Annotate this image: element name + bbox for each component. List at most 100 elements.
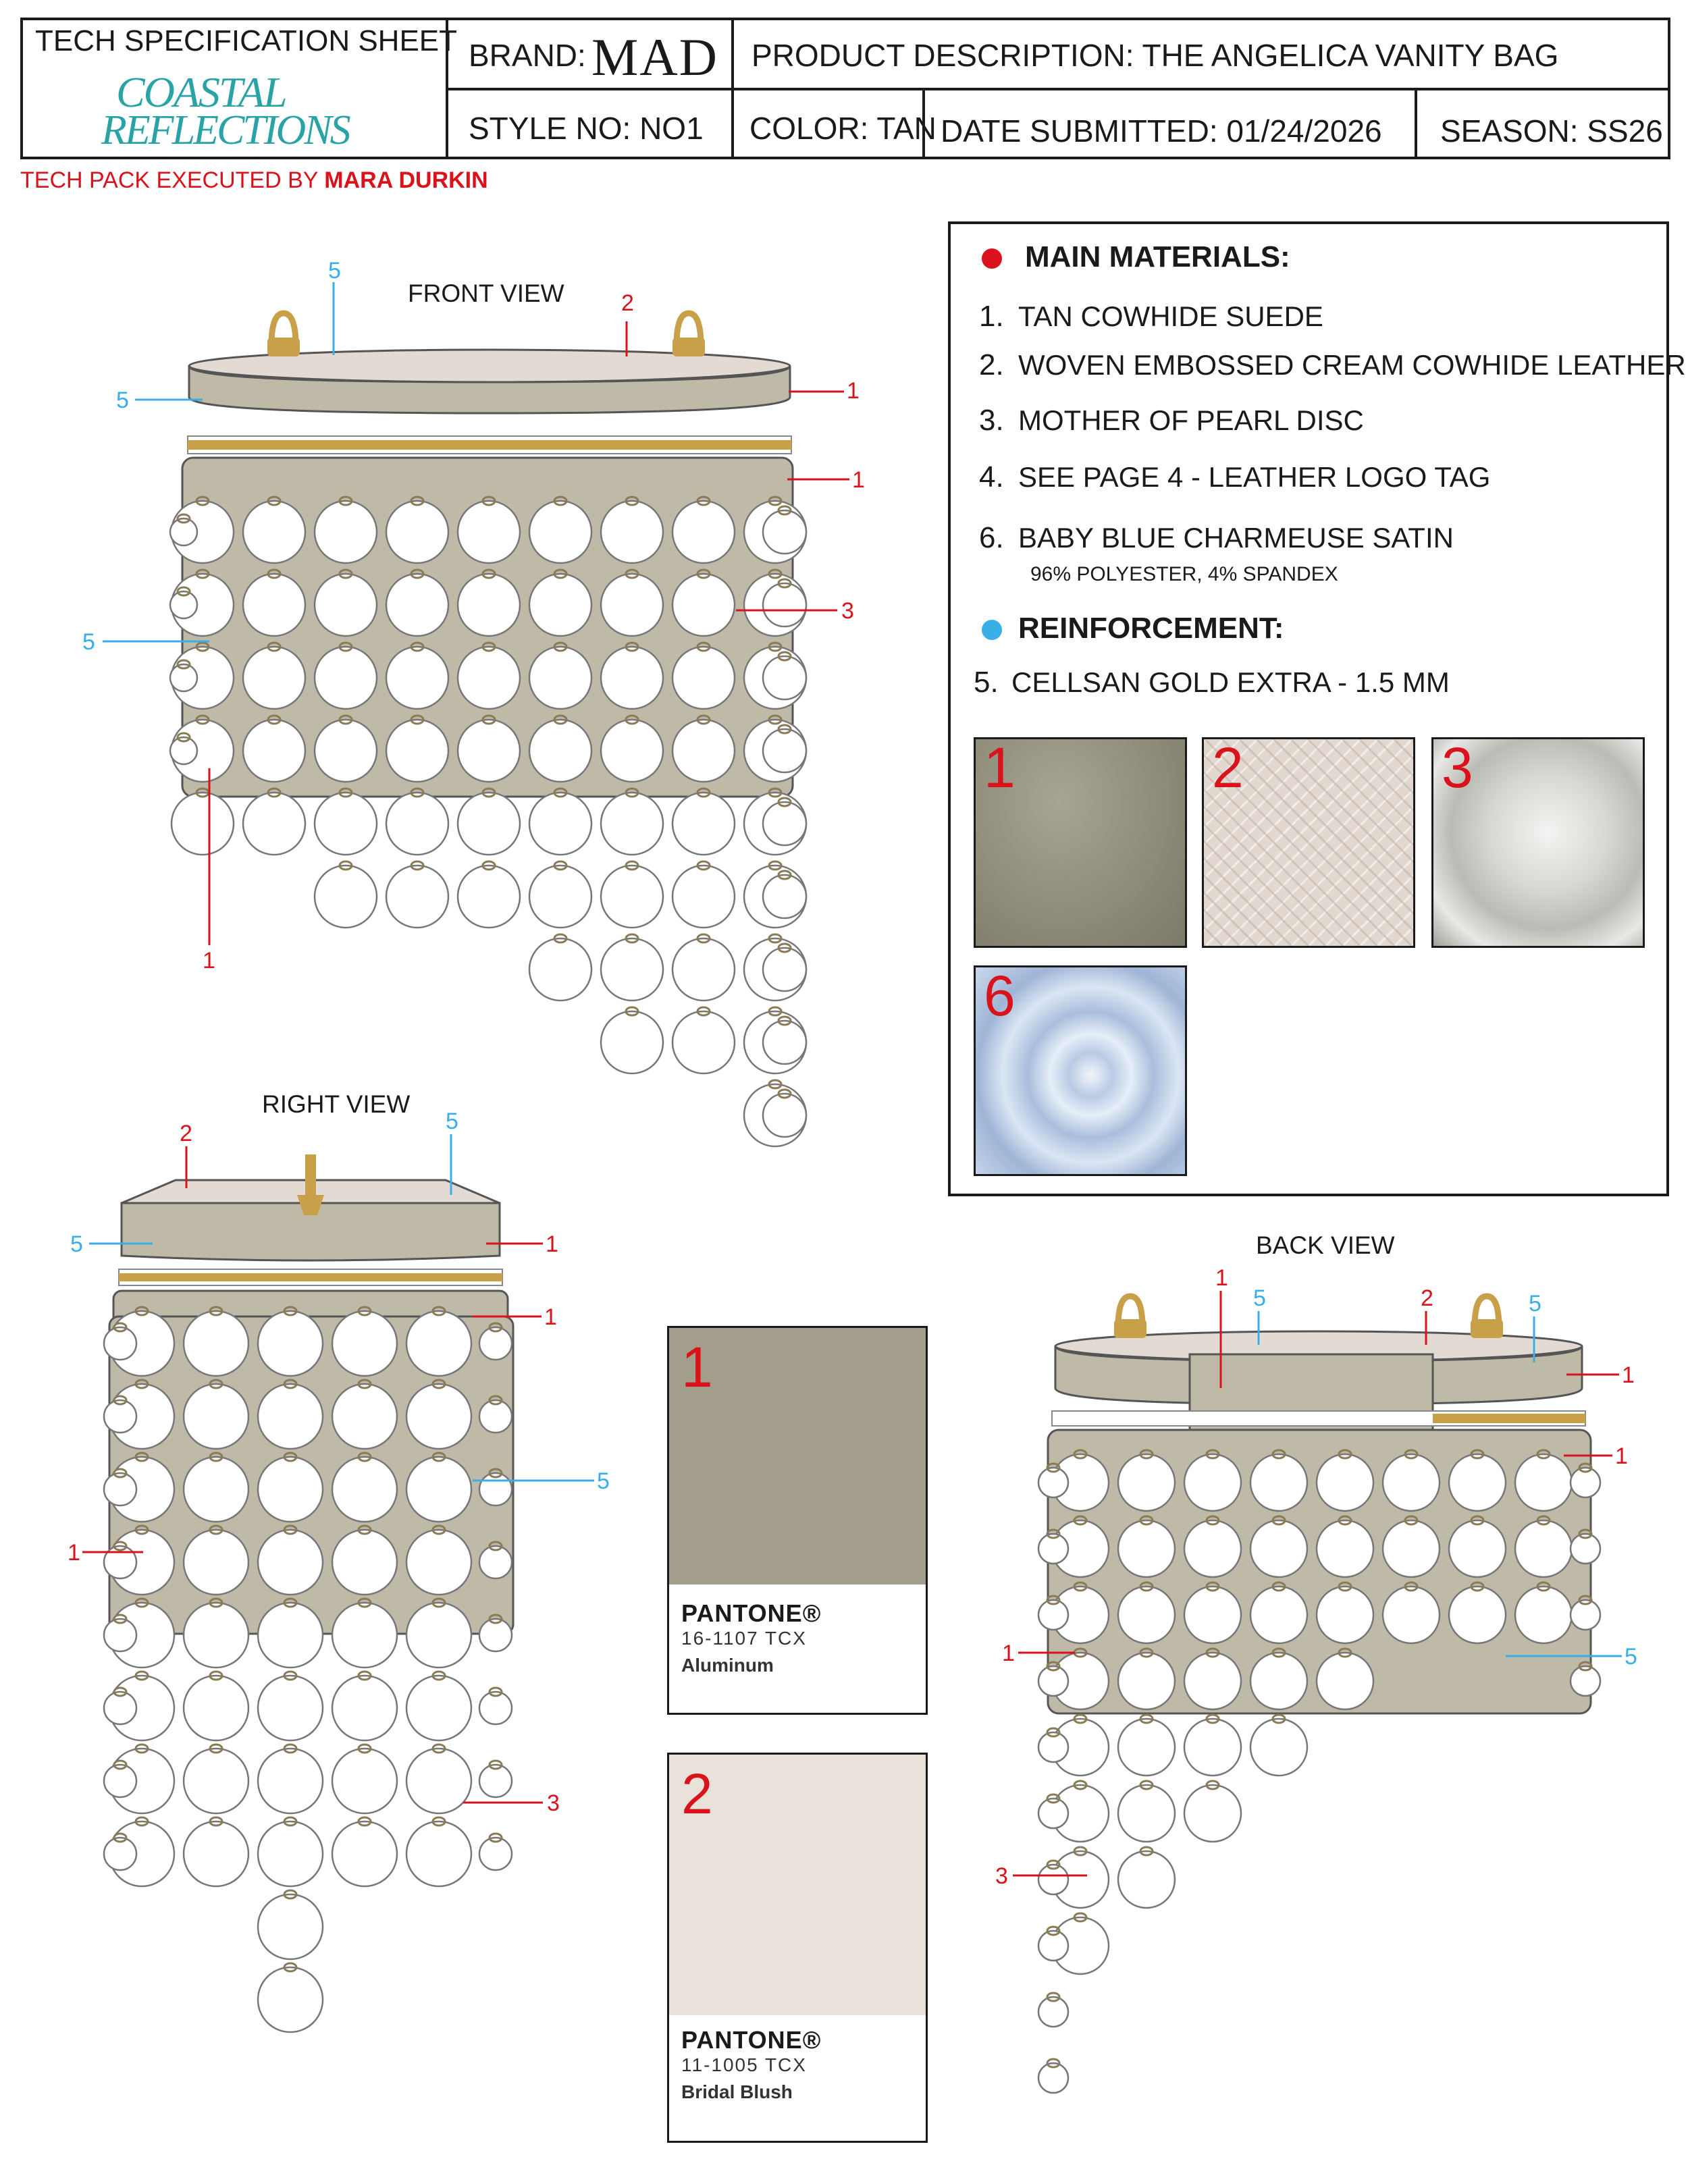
pearl-disc (182, 1747, 250, 1815)
pearl-disc (257, 1674, 324, 1742)
pearl-disc (1117, 1651, 1176, 1711)
jump-ring (283, 1451, 298, 1462)
swatch-number: 2 (1212, 737, 1244, 799)
jump-ring (1046, 1727, 1061, 1738)
pearl-disc (242, 572, 307, 637)
jump-ring (625, 641, 639, 652)
pearl-disc (257, 1893, 324, 1961)
front-lid-ring-right (672, 310, 705, 356)
pearl-disc (1315, 1453, 1375, 1512)
jump-ring (1073, 1912, 1088, 1923)
jump-ring (1139, 1581, 1154, 1592)
pearl-disc (1448, 1585, 1507, 1645)
jump-ring (768, 714, 783, 725)
swatch-suede: 1 (974, 737, 1187, 948)
pearl-disc (313, 572, 378, 637)
jump-ring (113, 1759, 128, 1770)
jump-ring (283, 1670, 298, 1681)
jump-ring (283, 1597, 298, 1608)
pearl-disc (331, 1310, 398, 1377)
back-callout-5-right: 5 (1529, 1291, 1541, 1316)
executed-by: TECH PACK EXECUTED BY MARA DURKIN (20, 167, 488, 194)
pantone-chip-2: 2 PANTONE® 11-1005 TCX Bridal Blush (667, 1753, 928, 2143)
jump-ring (625, 568, 639, 579)
front-disc-mesh (169, 496, 808, 1148)
back-callout-2: 2 (1421, 1285, 1433, 1311)
swatch-embossed-leather: 2 (1202, 737, 1415, 948)
jump-ring (1073, 1515, 1088, 1526)
pearl-disc (456, 572, 521, 637)
pearl-disc (762, 1092, 808, 1138)
pearl-disc (331, 1674, 398, 1742)
jump-ring (431, 1670, 446, 1681)
jump-ring (209, 1379, 223, 1389)
pearl-disc (385, 864, 450, 929)
pearl-disc (1117, 1784, 1176, 1843)
pantone-color-fill (669, 1755, 926, 2015)
jump-ring (209, 1743, 223, 1754)
materials-panel (948, 221, 1669, 1196)
back-callout-1-strap: 1 (1215, 1265, 1228, 1291)
jump-ring (1139, 1449, 1154, 1460)
pearl-disc (182, 1383, 250, 1450)
pearl-disc (385, 645, 450, 710)
pearl-disc (528, 864, 593, 929)
jump-ring (1046, 1925, 1061, 1936)
pearl-disc (1183, 1651, 1242, 1711)
jump-ring (357, 1306, 372, 1316)
right-callout-5-mid: 5 (597, 1468, 610, 1494)
pearl-disc (182, 1456, 250, 1523)
jump-ring (1271, 1515, 1286, 1526)
jump-ring (357, 1524, 372, 1535)
pearl-disc (1249, 1519, 1309, 1578)
swatch-number: 1 (984, 737, 1016, 799)
jump-ring (283, 1524, 298, 1535)
jump-ring (410, 714, 425, 725)
jump-ring (431, 1451, 446, 1462)
pearl-disc (478, 1545, 513, 1580)
right-callout-3: 3 (547, 1790, 560, 1816)
pearl-disc (1448, 1519, 1507, 1578)
pearl-disc (762, 582, 808, 628)
jump-ring (134, 1743, 149, 1754)
pearl-disc (331, 1456, 398, 1523)
pearl-disc (456, 791, 521, 856)
material-text: WOVEN EMBOSSED CREAM COWHIDE LEATHER (1018, 349, 1686, 381)
jump-ring (1470, 1515, 1485, 1526)
jump-ring (1046, 1462, 1061, 1473)
pearl-disc (762, 947, 808, 992)
jump-ring (431, 1524, 446, 1535)
pearl-disc (600, 1010, 664, 1075)
jump-ring (209, 1597, 223, 1608)
jump-ring (267, 568, 282, 579)
jump-ring (1404, 1515, 1419, 1526)
pearl-disc (1569, 1466, 1602, 1499)
jump-ring (768, 1006, 783, 1017)
jump-ring (195, 641, 210, 652)
material-item-4: 4.SEE PAGE 4 - LEATHER LOGO TAG (979, 460, 1490, 494)
executed-by-name: MARA DURKIN (324, 167, 488, 193)
pearl-disc (1249, 1651, 1309, 1711)
jump-ring (410, 641, 425, 652)
jump-ring (1073, 1846, 1088, 1857)
pearl-disc (405, 1601, 473, 1669)
back-lid-ring-right (1471, 1293, 1503, 1338)
jump-ring (1578, 1595, 1593, 1605)
material-item-3: 3.MOTHER OF PEARL DISC (979, 404, 1364, 437)
jump-ring (1073, 1780, 1088, 1790)
jump-ring (209, 1451, 223, 1462)
jump-ring (134, 1306, 149, 1316)
pearl-disc (385, 500, 450, 564)
jump-ring (1404, 1581, 1419, 1592)
swatch-number: 3 (1442, 737, 1473, 799)
pearl-disc (182, 1820, 250, 1888)
jump-ring (1205, 1780, 1220, 1790)
pearl-disc (478, 1836, 513, 1871)
material-num: 4. (979, 460, 1004, 494)
jump-ring (553, 933, 568, 944)
jump-ring (134, 1524, 149, 1535)
jump-ring (176, 586, 191, 597)
jump-ring (1139, 1647, 1154, 1658)
